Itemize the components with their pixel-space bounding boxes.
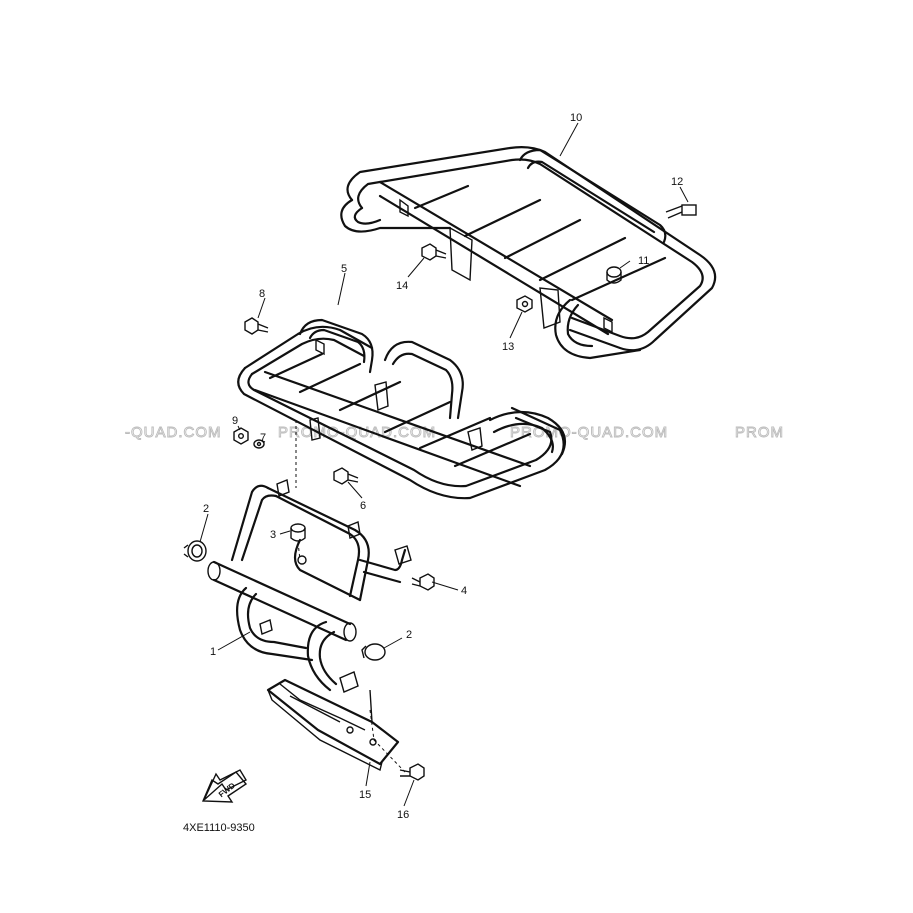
watermark-4: PROM xyxy=(735,424,784,441)
callout-3: 3 xyxy=(270,529,276,541)
callout-5: 5 xyxy=(341,263,347,275)
fwd-arrow-icon: FWD xyxy=(201,769,248,803)
cap-2-right xyxy=(361,643,386,661)
nut-9 xyxy=(233,427,249,445)
bolt-12 xyxy=(665,204,697,219)
watermark-3: PROMO-QUAD.COM xyxy=(510,424,668,441)
callout-4: 4 xyxy=(461,585,467,597)
nut-13 xyxy=(516,295,533,313)
bolt-4 xyxy=(411,573,435,591)
callout-15: 15 xyxy=(359,789,371,801)
front-guard xyxy=(207,479,412,693)
callout-13: 13 xyxy=(502,341,514,353)
washer-7 xyxy=(253,439,265,449)
callout-10: 10 xyxy=(570,112,582,124)
callout-8: 8 xyxy=(259,288,265,300)
callout-7: 7 xyxy=(260,432,266,444)
callout-2: 2 xyxy=(406,629,412,641)
bolt-16 xyxy=(399,763,425,781)
bolt-8 xyxy=(244,317,269,335)
fwd-label: FWD xyxy=(217,781,237,799)
front-carrier xyxy=(233,317,566,500)
collar-11 xyxy=(606,266,622,284)
watermark-1: -QUAD.COM xyxy=(125,424,222,441)
callout-12: 12 xyxy=(671,176,683,188)
leader-lines xyxy=(199,122,689,807)
callout-1: 1 xyxy=(210,646,216,658)
callout-14: 14 xyxy=(396,280,408,292)
callout-9: 9 xyxy=(232,415,238,427)
plug-3 xyxy=(290,523,306,561)
bolt-6 xyxy=(333,467,359,485)
alignment-line xyxy=(369,709,406,773)
diagram-code: 4XE1110-9350 xyxy=(183,822,255,834)
rear-carrier xyxy=(340,146,717,360)
callout-numbers: 1 2 2 3 4 5 6 7 8 9 10 11 12 13 14 15 16 xyxy=(203,112,683,821)
callout-2: 2 xyxy=(203,503,209,515)
skid-plate xyxy=(266,678,400,772)
callout-11: 11 xyxy=(638,255,649,267)
callout-16: 16 xyxy=(397,809,409,821)
cap-2-left xyxy=(183,540,207,562)
callout-6: 6 xyxy=(360,500,366,512)
bolt-14 xyxy=(421,243,447,261)
